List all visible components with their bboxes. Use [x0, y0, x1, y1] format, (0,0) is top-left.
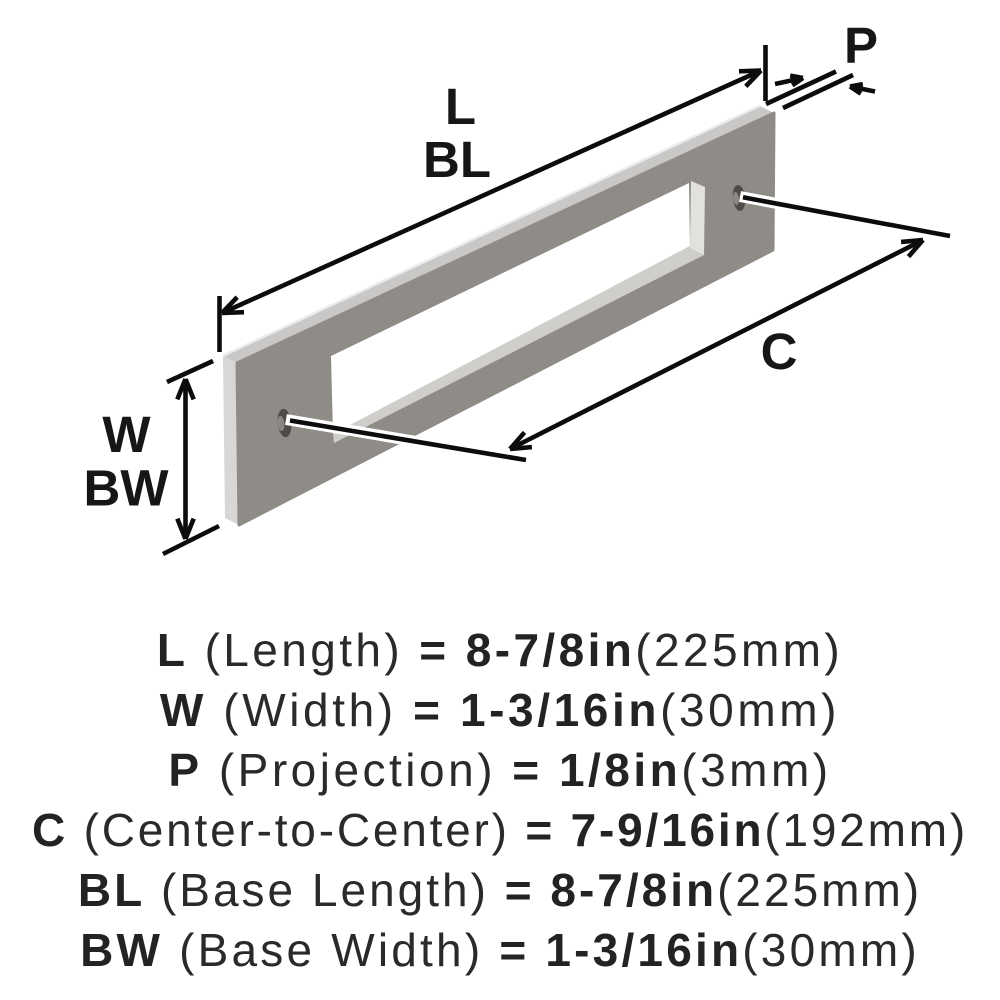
svg-text:P: P — [844, 17, 878, 74]
svg-text:L: L — [445, 78, 476, 135]
svg-text:BW: BW — [84, 460, 170, 517]
svg-text:BL: BL — [423, 131, 491, 188]
svg-text:W: W — [102, 406, 151, 463]
svg-text:C: C — [761, 323, 798, 380]
